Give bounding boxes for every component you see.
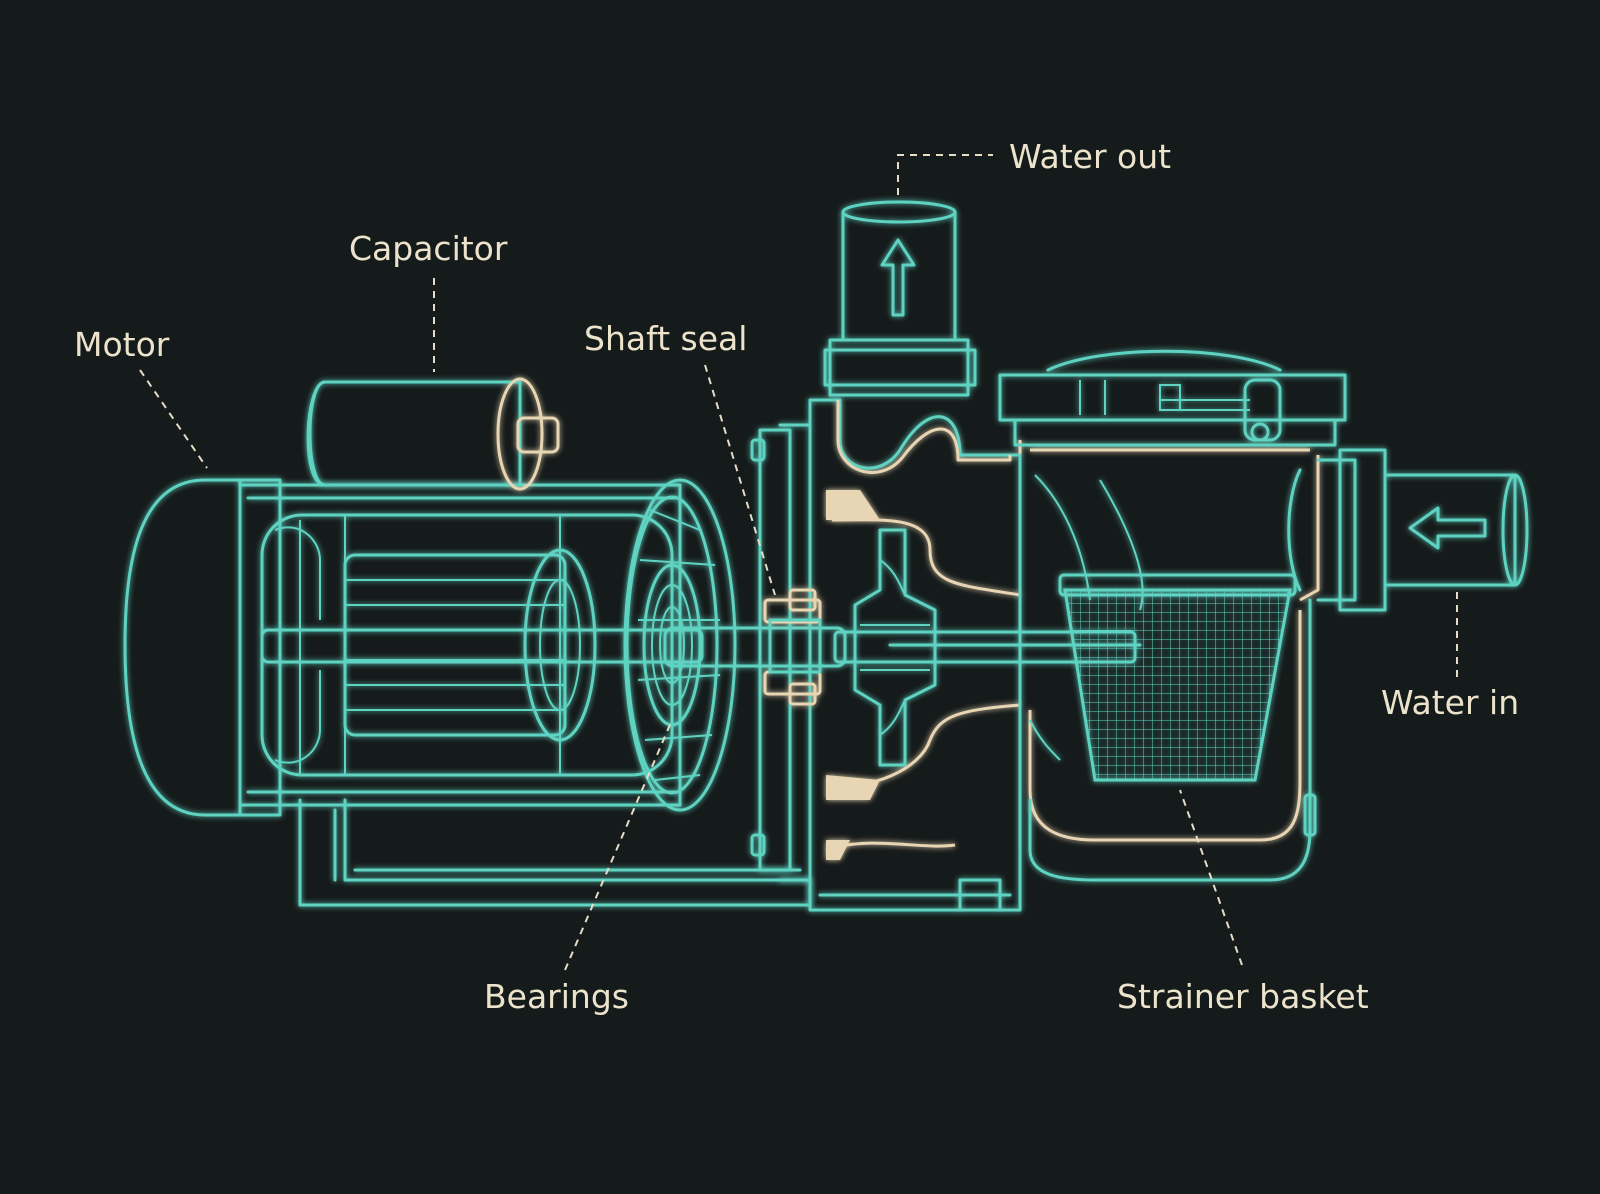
- motor-base: [298, 798, 812, 907]
- label-bearings: Bearings: [484, 977, 629, 1016]
- motor-housing: [238, 483, 704, 807]
- strainer-lid: [998, 349, 1347, 447]
- arrow-up-icon: [880, 238, 916, 317]
- leader-water-out: [897, 154, 993, 195]
- pump-body: [750, 200, 1529, 912]
- label-capacitor: Capacitor: [349, 229, 508, 268]
- leader-strainer-basket: [1179, 789, 1243, 966]
- outlet-pipe: [823, 200, 977, 397]
- capacitor-component: [306, 377, 560, 491]
- label-water-out: Water out: [1009, 137, 1172, 176]
- label-water-in: Water in: [1381, 683, 1520, 722]
- strainer-housing: [1018, 440, 1320, 912]
- motor-assembly: [123, 478, 847, 907]
- volute-housing: [808, 398, 1022, 912]
- leader-motor: [139, 369, 208, 469]
- volute-section: [825, 400, 1021, 860]
- strainer-basket-component: [1058, 573, 1297, 782]
- arrow-left-icon: [1408, 506, 1487, 550]
- inlet-pipe: [1287, 448, 1529, 612]
- motor-flange: [750, 423, 812, 882]
- shaft-seal-component: [763, 588, 822, 706]
- motor-front-ring: [623, 478, 737, 812]
- basket-wire: [1029, 474, 1144, 761]
- label-shaft-seal: Shaft seal: [584, 319, 748, 358]
- label-motor: Motor: [74, 325, 170, 364]
- label-strainer-basket: Strainer basket: [1117, 977, 1369, 1016]
- pump-shaft: [663, 626, 847, 668]
- leader-lines: [139, 154, 1458, 971]
- motor-end-cap: [123, 478, 282, 817]
- leader-shaft-seal: [704, 364, 776, 596]
- leader-bearings: [564, 719, 673, 971]
